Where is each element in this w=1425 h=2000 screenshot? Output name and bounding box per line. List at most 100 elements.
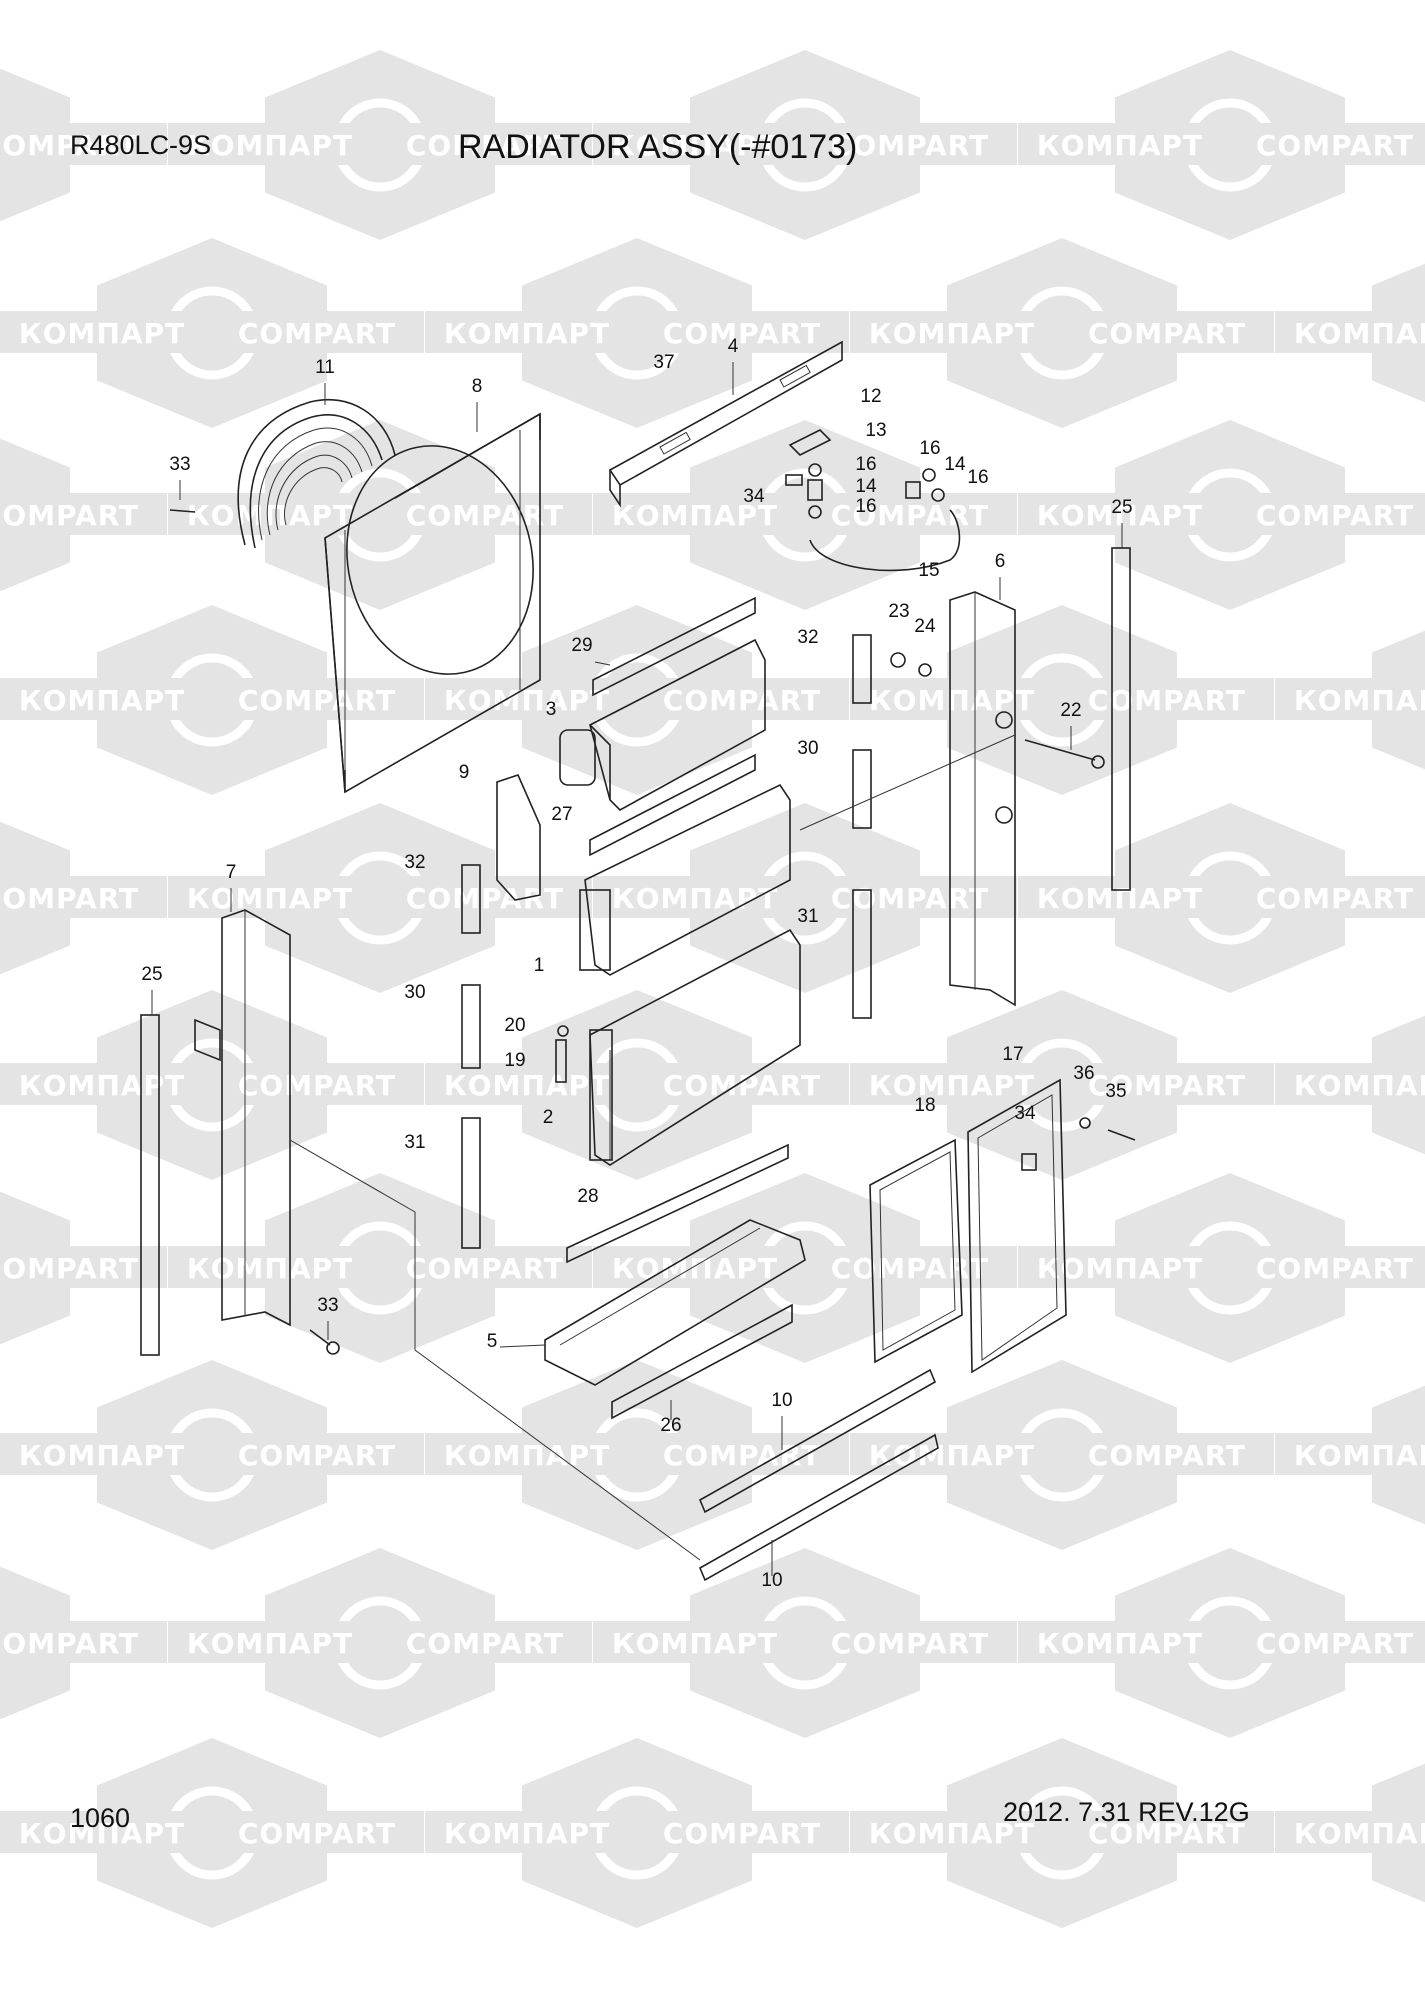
- watermark-text-latin: COMPART: [663, 1439, 821, 1472]
- watermark-text-latin: COMPART: [1088, 1069, 1246, 1102]
- part-callout-3: 3: [546, 699, 557, 720]
- screen-17-part: [967, 1078, 1067, 1374]
- watermark-text-cyrillic: КОМПАРТ: [1294, 1817, 1425, 1850]
- part-callout-8: 8: [472, 376, 483, 397]
- part-callout-9: 9: [459, 762, 470, 783]
- part-callout-16: 16: [855, 454, 876, 475]
- revision-date: 2012. 7.31 REV.12G: [1003, 1797, 1250, 1827]
- watermark-tile: КОМПАРТ COMPART: [425, 1360, 849, 1550]
- bolt-22-part: [1024, 739, 1096, 761]
- watermark-tile: КОМПАРТ COMPART: [850, 1360, 1274, 1550]
- watermark-text-cyrillic: КОМПАРТ: [1294, 684, 1425, 717]
- watermark-text-cyrillic: КОМПАРТ: [19, 1069, 185, 1102]
- watermark-text-cyrillic: КОМПАРТ: [869, 1439, 1035, 1472]
- part-callout-30: 30: [797, 738, 818, 759]
- watermark-text-latin: COMPART: [831, 1627, 989, 1660]
- watermark-text-cyrillic: КОМПАРТ: [444, 1439, 610, 1472]
- seal-32-left: [461, 864, 481, 934]
- part-callout-34: 34: [1014, 1103, 1036, 1124]
- strip-25-right: [1111, 547, 1131, 891]
- gasket-28-part: [566, 1143, 789, 1264]
- intercooler-part: [579, 783, 791, 976]
- watermark-text-latin: COMPART: [238, 1439, 396, 1472]
- part-callout-10: 10: [761, 1570, 782, 1591]
- hose-part: [809, 509, 961, 572]
- watermark-text-latin: COMPART: [831, 129, 989, 162]
- watermark-text-latin: COMPART: [406, 1252, 564, 1285]
- watermark-text-latin: COMPART: [1088, 1439, 1246, 1472]
- watermark-text-cyrillic: КОМПАРТ: [869, 1817, 1035, 1850]
- watermark-text-latin: COMPART: [1256, 499, 1414, 532]
- part-callout-25: 25: [1111, 497, 1132, 518]
- part-callout-16: 16: [855, 496, 876, 517]
- watermark-text-cyrillic: КОМПАРТ: [612, 129, 778, 162]
- watermark-text-latin: COMPART: [238, 317, 396, 350]
- watermark-text-latin: COMPART: [1256, 1627, 1414, 1660]
- side-frame-7-part: [194, 909, 291, 1327]
- part-callout-31: 31: [797, 906, 818, 927]
- clamp-20-part: [557, 1025, 569, 1037]
- watermark-text-latin: COMPART: [831, 499, 989, 532]
- part-callout-35: 35: [1105, 1081, 1126, 1102]
- watermark-text-cyrillic: КОМПАРТ: [187, 129, 353, 162]
- watermark-text-latin: COMPART: [406, 129, 564, 162]
- part-callout-33: 33: [317, 1295, 338, 1316]
- part-callout-33: 33: [169, 454, 190, 475]
- oil-cooler-part: [559, 638, 766, 811]
- watermark-tile: КОМПАРТ COMPART: [593, 803, 1017, 993]
- watermark-text-cyrillic: КОМПАРТ: [1294, 317, 1425, 350]
- watermark-text-latin: COMPART: [406, 1627, 564, 1660]
- watermark-text-cyrillic: КОМПАРТ: [1037, 129, 1203, 162]
- part-callout-36: 36: [1073, 1063, 1094, 1084]
- watermark-text-cyrillic: КОМПАРТ: [1294, 1069, 1425, 1102]
- watermark-text-latin: COMPART: [831, 882, 989, 915]
- watermark-text-cyrillic: КОМПАРТ: [187, 882, 353, 915]
- watermark-tile: КОМПАРТ COMPART: [0, 238, 424, 428]
- part-callout-10: 10: [771, 1390, 792, 1411]
- fan-guard-part: [237, 398, 396, 549]
- seal-31-left: [461, 1117, 481, 1249]
- watermark-text-latin: COMPART: [0, 882, 139, 915]
- fan-shroud-part: [324, 412, 541, 794]
- part-callout-12: 12: [860, 386, 881, 407]
- watermark-text-cyrillic: КОМПАРТ: [612, 1252, 778, 1285]
- part-callout-4: 4: [728, 336, 739, 357]
- watermark-text-cyrillic: КОМПАРТ: [869, 1069, 1035, 1102]
- watermark-text-latin: COMPART: [1256, 1252, 1414, 1285]
- part-callout-29: 29: [571, 635, 592, 656]
- watermark-text-latin: COMPART: [663, 1817, 821, 1850]
- watermark-text-cyrillic: КОМПАРТ: [19, 317, 185, 350]
- watermark-text-cyrillic: КОМПАРТ: [187, 1627, 353, 1660]
- watermark-tile: КОМПАРТ COMPART: [168, 50, 592, 240]
- part-callout-5: 5: [487, 1331, 498, 1352]
- watermark-text-latin: COMPART: [238, 684, 396, 717]
- part-callout-11: 11: [315, 357, 335, 378]
- watermark-text-latin: COMPART: [663, 317, 821, 350]
- nut-23-part: [890, 652, 906, 668]
- watermark-text-latin: COMPART: [831, 1252, 989, 1285]
- part-callout-31: 31: [404, 1132, 425, 1153]
- watermark-text-cyrillic: КОМПАРТ: [612, 882, 778, 915]
- part-callout-19: 19: [504, 1050, 525, 1071]
- side-frame-6-part: [949, 591, 1016, 1007]
- part-callout-18: 18: [914, 1095, 935, 1116]
